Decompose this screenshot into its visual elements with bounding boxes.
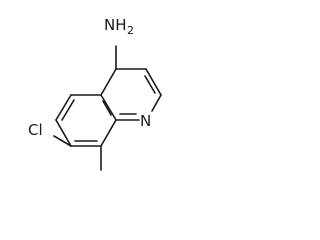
bond-c4a-c4: [100, 68, 117, 96]
bond-c4a-c8a-double: [102, 100, 112, 116]
amine-label: NH: [104, 16, 127, 34]
bond-c7-cl: [53, 135, 72, 147]
bond-c6-c5: [55, 94, 72, 121]
ring-nitrogen-label: N: [140, 112, 151, 130]
molecule-structure: NH 2 N Cl: [28, 16, 162, 171]
bond-c8a-c8: [100, 119, 117, 147]
bond-c2-n1: [151, 94, 162, 112]
bond-c4a-c8a: [100, 94, 117, 121]
bond-c3-c2: [145, 68, 162, 96]
bond-c6-c5-double: [61, 99, 75, 121]
chlorine-label: Cl: [28, 121, 43, 139]
amine-subscript: 2: [127, 24, 134, 37]
bond-c7-c6: [55, 119, 72, 147]
bond-c3-c2-double: [144, 75, 156, 94]
